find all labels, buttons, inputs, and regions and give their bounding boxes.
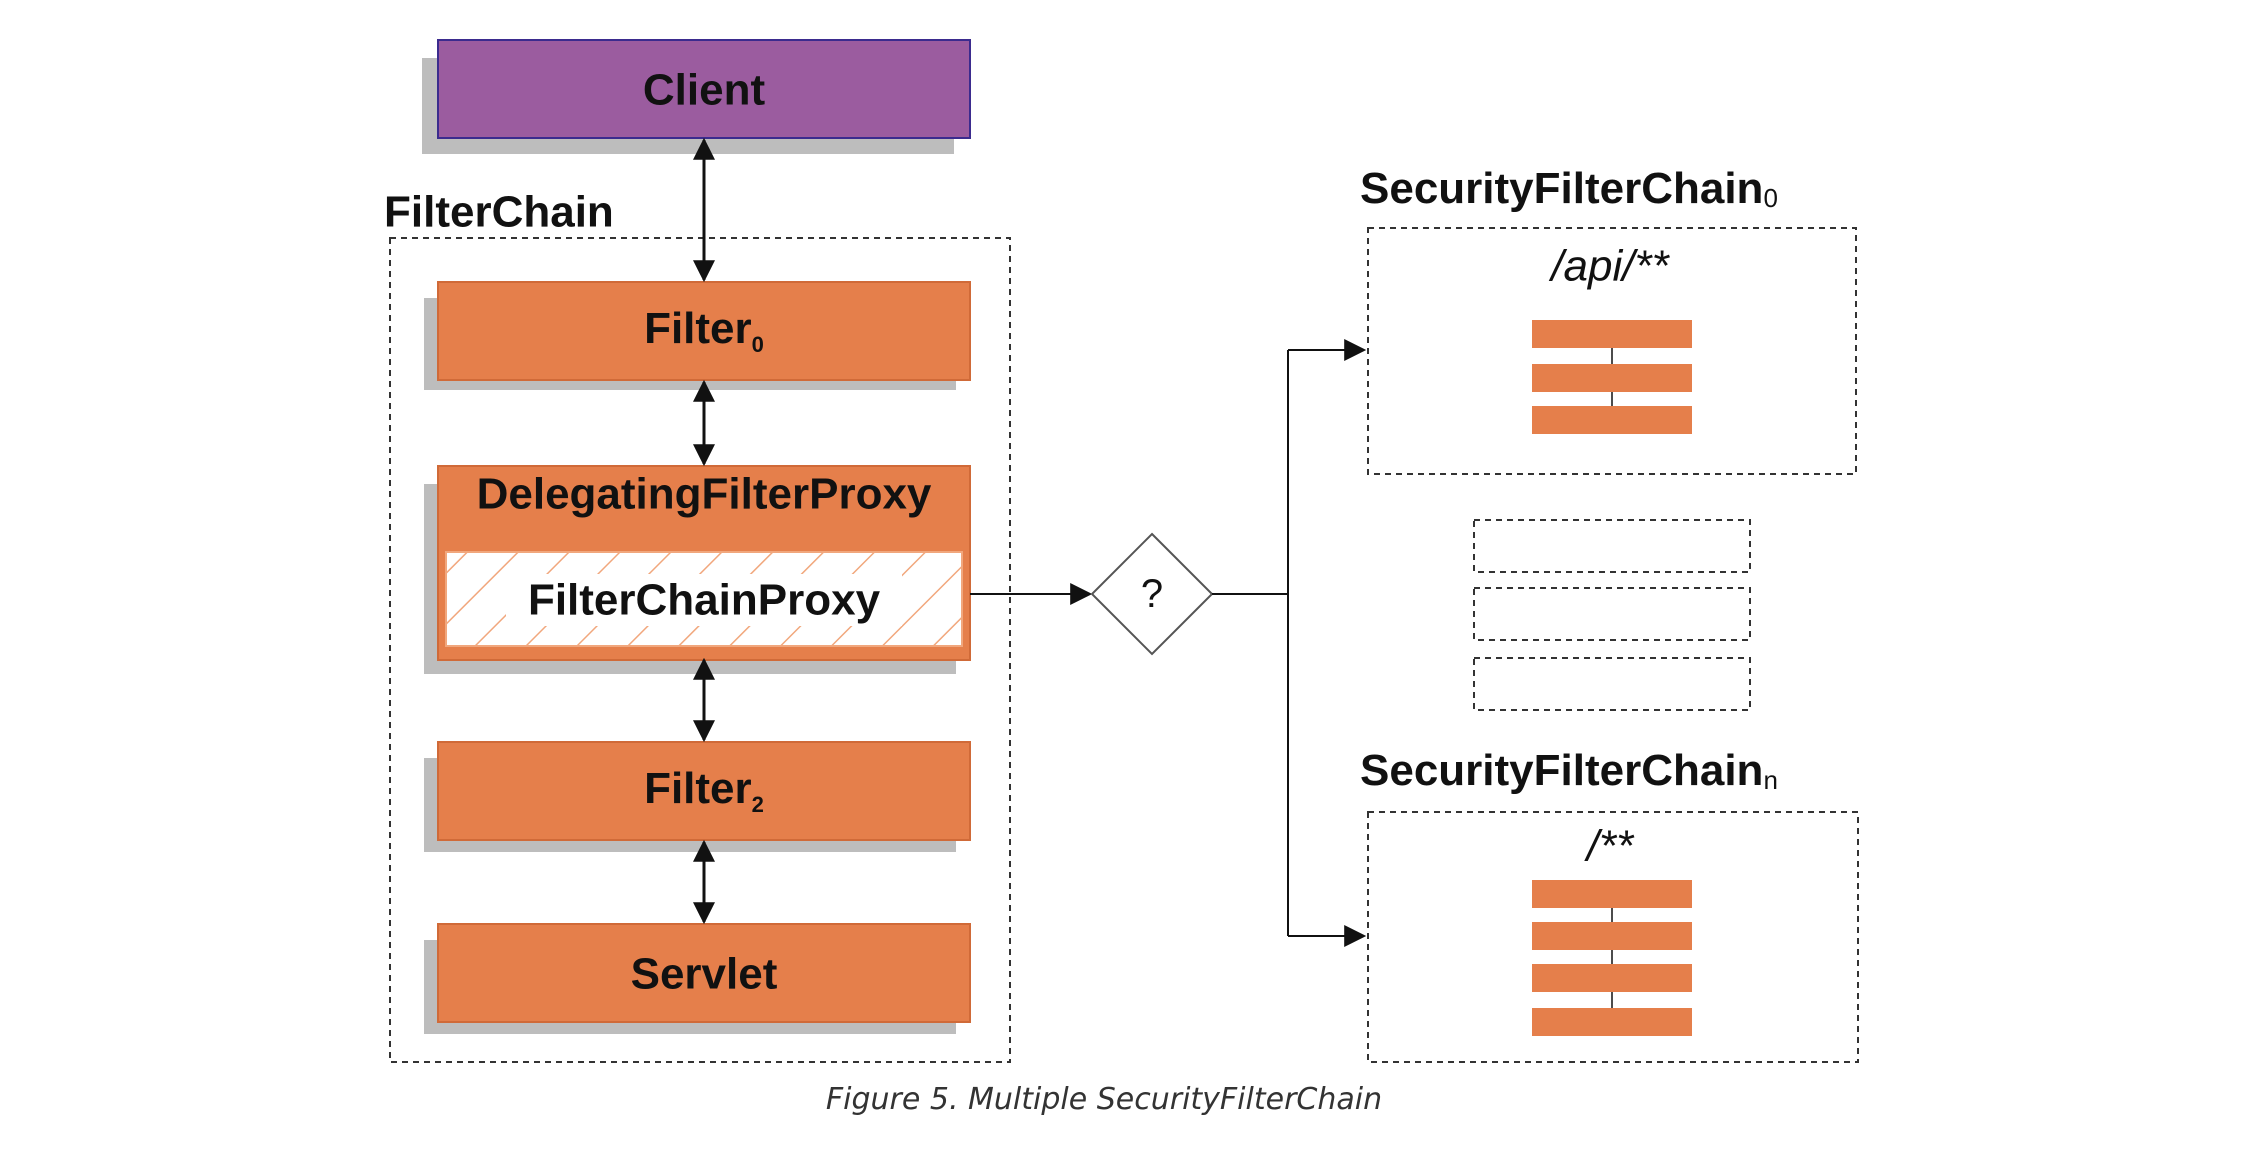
more-chains-placeholder <box>1473 519 1751 711</box>
sfc0-pattern: /api/** <box>1548 242 1670 291</box>
client-box <box>437 39 971 139</box>
sfc0-filter-bar <box>1532 320 1692 348</box>
sfc0-title-text: SecurityFilterChain <box>1360 164 1763 213</box>
filter0-text: Filter <box>644 304 752 353</box>
sfcn-title-subscript: n <box>1763 765 1777 795</box>
sfcn-title-text: SecurityFilterChain <box>1360 746 1763 795</box>
filter0-subscript: 0 <box>752 332 764 357</box>
decision-label: ? <box>1141 572 1163 616</box>
sfc0-title-subscript: 0 <box>1763 183 1777 213</box>
placeholder-chain <box>1473 587 1751 641</box>
delegating-label: DelegatingFilterProxy <box>477 470 932 519</box>
sfc0-filter-bar <box>1532 406 1692 434</box>
sfc0-border <box>1367 227 1857 475</box>
figure-caption: Figure 5. Multiple SecurityFilterChain <box>825 1082 1383 1117</box>
decision-diamond <box>1090 532 1214 656</box>
filter2-node: Filter2 <box>424 741 971 852</box>
client-label: Client <box>643 66 766 115</box>
security-filter-chain-n: SecurityFilterChainn /** <box>1360 746 1859 1063</box>
filter-chain-proxy-label: FilterChainProxy <box>528 576 881 625</box>
delegating-filter-proxy-node: DelegatingFilterProxy FilterChainProxy <box>424 465 971 674</box>
filter2-box <box>437 741 971 841</box>
placeholder-chain <box>1473 519 1751 573</box>
branch-connector <box>1212 339 1367 947</box>
filter2-text: Filter <box>644 764 752 813</box>
sfcn-filter-bar <box>1532 964 1692 992</box>
filter-chain-proxy-node: FilterChainProxy <box>445 551 963 647</box>
sfcn-filter-bar <box>1532 880 1692 908</box>
filter2-label: Filter2 <box>644 764 764 817</box>
servlet-node: Servlet <box>424 923 971 1034</box>
security-filter-chain-0: SecurityFilterChain0 /api/** <box>1360 164 1857 475</box>
sfc0-title: SecurityFilterChain0 <box>1360 164 1778 214</box>
client-node: Client <box>422 39 971 154</box>
filter0-label: Filter0 <box>644 304 764 357</box>
placeholder-chain <box>1473 657 1751 711</box>
servlet-label: Servlet <box>631 950 778 999</box>
filter-chain-proxy-label-bg <box>506 574 902 626</box>
sfcn-filter-bar <box>1532 1008 1692 1036</box>
filter-chain-title: FilterChain <box>384 188 614 237</box>
filter0-node: Filter0 <box>424 281 971 390</box>
filter0-box <box>437 281 971 381</box>
filter2-subscript: 2 <box>752 792 764 817</box>
sfcn-pattern: /** <box>1584 822 1635 871</box>
decision-node: ? <box>1090 532 1214 656</box>
sfc0-filter-bar <box>1532 364 1692 392</box>
sfcn-title: SecurityFilterChainn <box>1360 746 1778 796</box>
sfcn-border <box>1367 811 1859 1063</box>
sfcn-filter-bar <box>1532 922 1692 950</box>
